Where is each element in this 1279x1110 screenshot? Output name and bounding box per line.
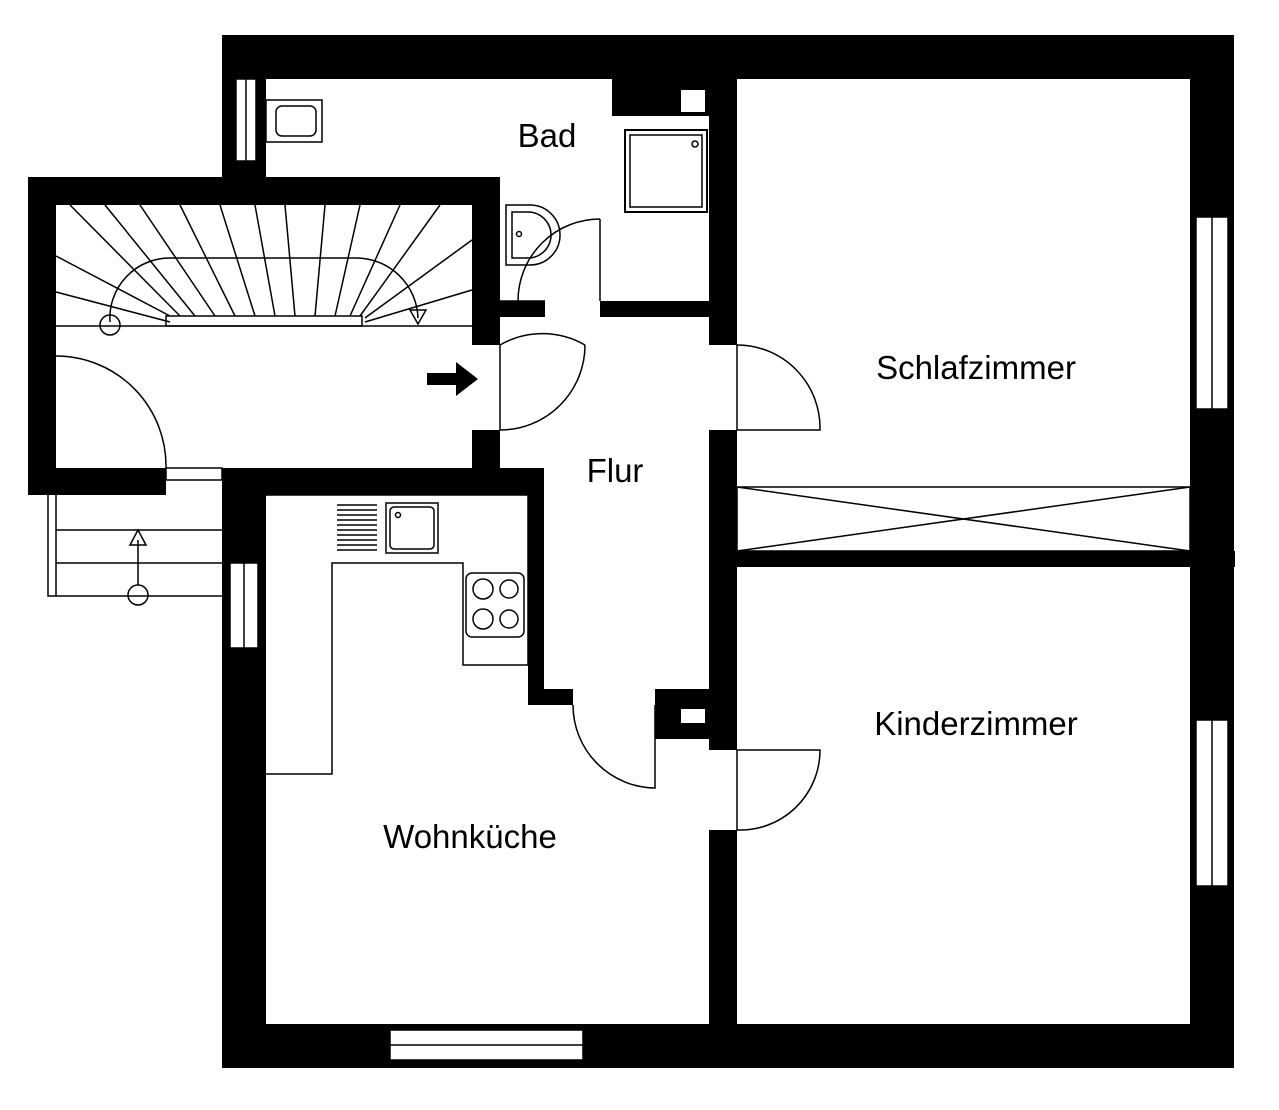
door-kids <box>736 749 821 831</box>
doors <box>55 218 821 831</box>
entrance-arrow-icon <box>427 362 478 396</box>
door-entrance <box>499 332 586 431</box>
door-bedroom <box>736 344 821 431</box>
room-label-bad: Bad <box>518 117 577 154</box>
wall-stair-right-lower <box>472 430 500 495</box>
room-label-schlafzimmer: Schlafzimmer <box>876 349 1076 386</box>
wall-stair-left <box>28 177 56 495</box>
kitchen-fixtures <box>266 494 529 775</box>
outside-steps <box>47 467 223 606</box>
room-label-kinderzimmer: Kinderzimmer <box>874 705 1078 742</box>
wall-bedroom-divider <box>735 551 1235 567</box>
wall-stair-right-upper <box>472 177 500 345</box>
wall-center-lower <box>709 830 737 1068</box>
wall-kitchen-bottom <box>528 689 573 705</box>
toilet-icon <box>265 99 323 143</box>
wall-stair-top <box>28 177 500 205</box>
room-label-wohnkueche: Wohnküche <box>383 818 557 855</box>
wall-left-lower <box>222 468 266 1068</box>
wall-bath-bottom-2 <box>600 301 735 317</box>
door-bath <box>517 218 601 302</box>
windows <box>229 78 1229 1061</box>
kitchen-counter <box>266 494 529 775</box>
shaft-hole <box>681 90 705 112</box>
wall-center-upper <box>709 35 737 345</box>
washbasin-icon <box>505 204 561 266</box>
wall-stair-bottom <box>28 468 166 495</box>
sink-icon <box>337 502 439 554</box>
wall-bath-bottom <box>500 301 545 317</box>
staircase <box>55 204 473 336</box>
shaft-hole-2 <box>681 709 705 723</box>
door-kitchen <box>572 704 656 789</box>
stove-icon <box>465 572 525 638</box>
wall-shaft-2 <box>612 79 630 116</box>
wall-kitchen-flur <box>528 468 544 703</box>
shower-icon <box>624 129 708 213</box>
bath-fixtures <box>265 99 708 302</box>
door-stair <box>55 355 167 469</box>
wardrobe <box>736 486 1191 552</box>
room-label-flur: Flur <box>587 452 644 489</box>
